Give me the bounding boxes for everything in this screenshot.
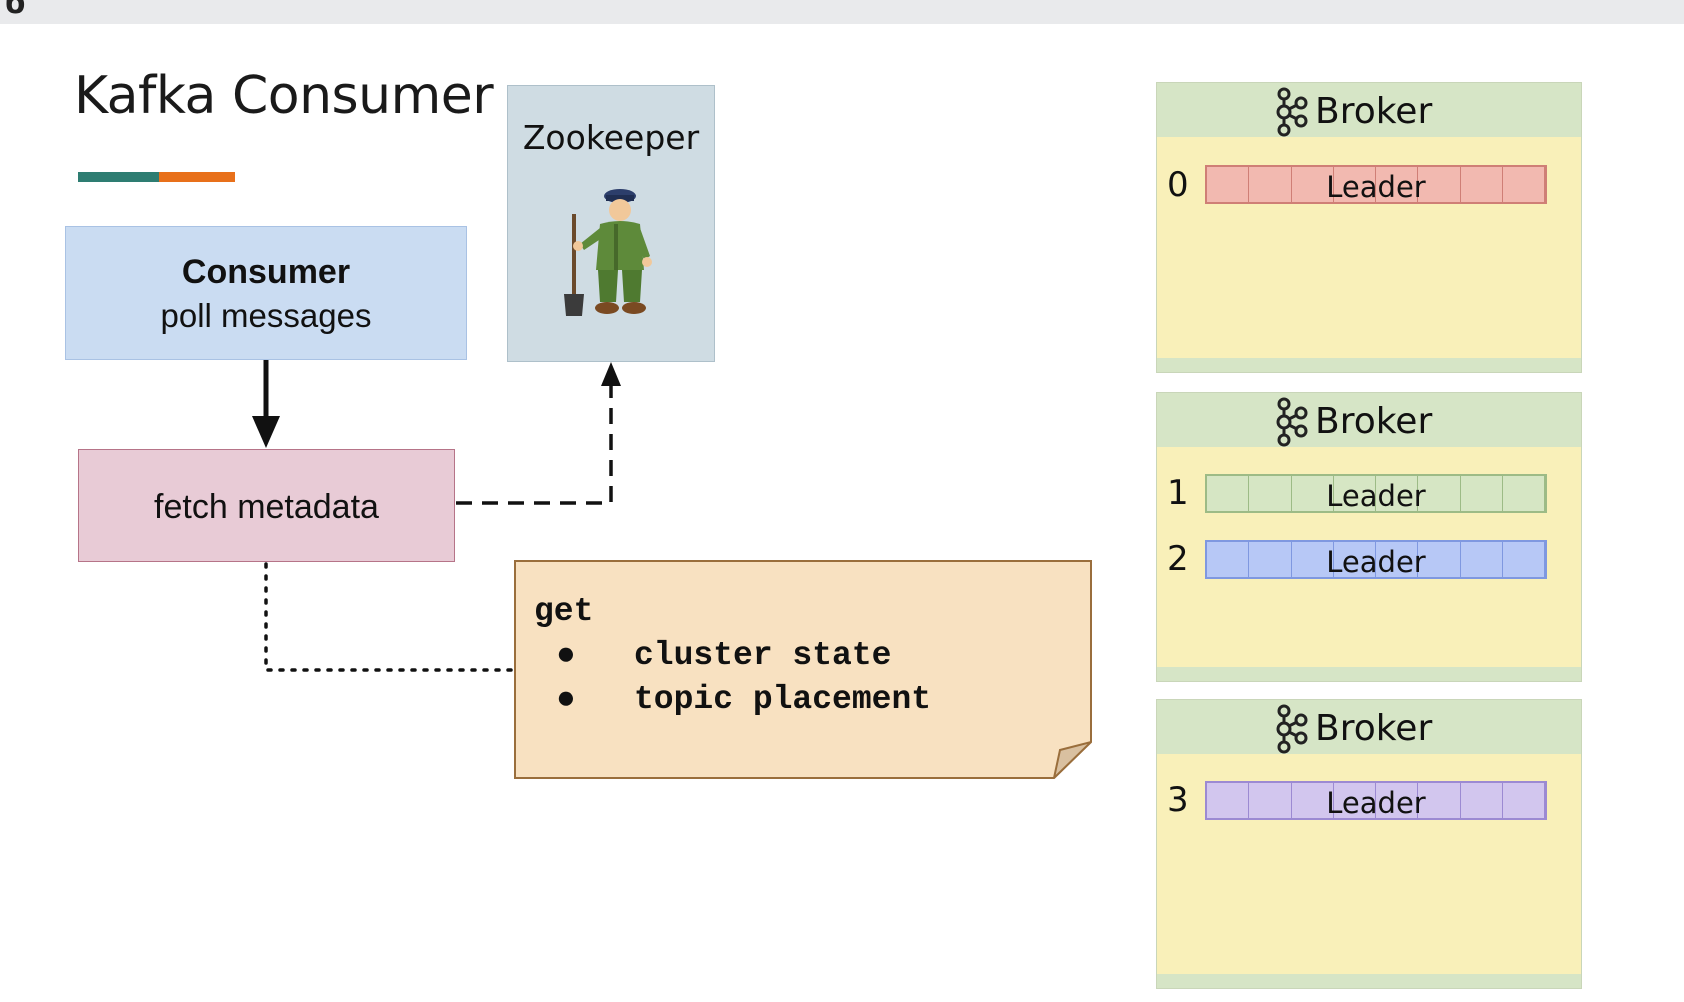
zookeeper-box: Zookeeper	[507, 85, 715, 362]
broker-title: Broker	[1315, 401, 1433, 442]
partition-bar: Leader	[1205, 540, 1547, 579]
leader-label: Leader	[1326, 545, 1426, 579]
note-bullet-1: ●cluster state	[556, 637, 892, 674]
note-shape	[514, 560, 1092, 779]
consumer-subtitle: poll messages	[160, 297, 372, 334]
partition-number: 1	[1167, 473, 1189, 513]
note-bullet-2: ●topic placement	[556, 681, 932, 718]
fetch-to-note-line	[264, 562, 516, 672]
broker-footer	[1157, 667, 1581, 681]
partition-number: 2	[1167, 539, 1189, 579]
zookeeper-title: Zookeeper	[522, 118, 700, 157]
broker-header	[1157, 393, 1581, 447]
fetch-metadata-box: fetch metadata	[78, 449, 455, 562]
broker-title: Broker	[1315, 91, 1433, 132]
top-bar	[0, 0, 1684, 24]
consumer-box: Consumer poll messages	[65, 226, 467, 360]
fetch-to-zookeeper-line	[456, 380, 613, 505]
broker-footer	[1157, 358, 1581, 372]
partition-bar: Leader	[1205, 165, 1547, 204]
broker-footer	[1157, 974, 1581, 988]
broker-2: Broker 1 Leader 2 Leader	[1156, 392, 1582, 682]
broker-1: Broker 0 Leader	[1156, 82, 1582, 373]
consumer-title: Consumer	[181, 253, 351, 291]
broker-header	[1157, 83, 1581, 137]
partition-bar: Leader	[1205, 781, 1547, 820]
partition-number: 0	[1167, 165, 1189, 205]
kafka-logo-icon	[1276, 397, 1308, 447]
note-text: get ●cluster state ●topic placement	[534, 590, 931, 722]
partition-number: 3	[1167, 780, 1189, 820]
fetch-metadata-label: fetch metadata	[154, 488, 379, 526]
leader-label: Leader	[1326, 170, 1426, 204]
partition-bar: Leader	[1205, 474, 1547, 513]
note-heading: get	[534, 593, 594, 630]
title-accent-orange	[159, 172, 235, 182]
leader-label: Leader	[1326, 479, 1426, 513]
fetch-to-zookeeper-arrowhead	[601, 362, 621, 386]
broker-3: Broker 3 Leader	[1156, 699, 1582, 989]
broker-title: Broker	[1315, 708, 1433, 749]
leader-label: Leader	[1326, 786, 1426, 820]
consumer-to-fetch-arrowhead	[252, 416, 280, 448]
kafka-logo-icon	[1276, 704, 1308, 754]
corner-glyph: ϭ	[4, 0, 26, 21]
kafka-logo-icon	[1276, 87, 1308, 137]
zookeeper-keeper-icon	[564, 189, 652, 316]
slide-title: Kafka Consumer	[74, 66, 494, 126]
title-accent-teal	[78, 172, 159, 182]
broker-header	[1157, 700, 1581, 754]
